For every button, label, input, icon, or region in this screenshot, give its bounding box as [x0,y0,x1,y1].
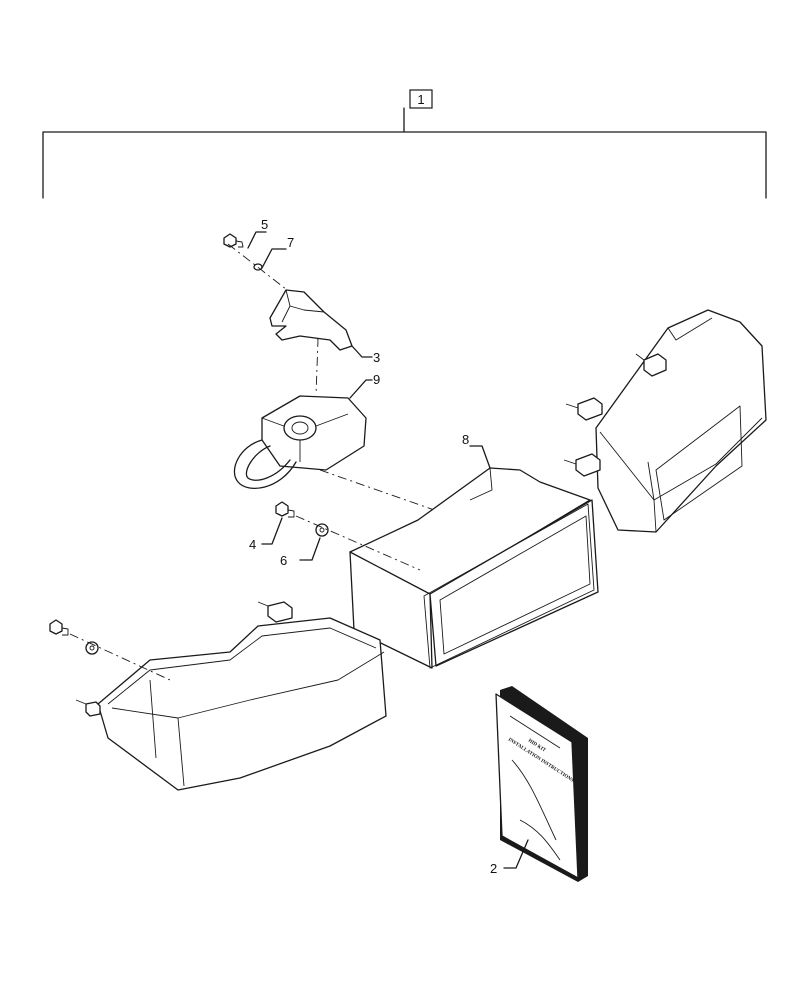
axis-line-ballast [319,469,441,513]
connector-right-b [563,453,601,477]
connector-left-b [75,699,101,717]
ballast-part-9: 9 [233,372,380,490]
callout-2[interactable]: 2 [490,861,497,876]
assembly-label-box [409,89,433,109]
callout-6[interactable]: 6 [280,553,287,568]
callout-9[interactable]: 9 [373,372,380,387]
washer-part-6: 6 [280,523,329,568]
axis-line-bolt [295,515,421,571]
right-lamp [563,309,767,533]
bolt-left [49,619,69,636]
mounting-bracket-part-3: 3 [269,289,380,365]
axis-line-upper [227,243,319,396]
assembly-bracket: 1 [42,89,767,199]
callout-5[interactable]: 5 [261,217,268,232]
washer-part-7: 7 [253,235,294,271]
screw-part-5: 5 [223,217,268,249]
connector-left-a [257,601,293,623]
instruction-booklet-part-2: HID KIT INSTALLATION INSTRUCTIONS 2 [490,686,588,882]
lamp-part-8: 8 [349,432,599,669]
connector-right-c [635,353,667,377]
bolt-part-4: 4 [249,501,295,552]
connector-right-a [565,397,603,421]
callout-4[interactable]: 4 [249,537,256,552]
callout-8[interactable]: 8 [462,432,469,447]
assembly-label[interactable]: 1 [417,92,424,107]
washer-left [85,641,99,655]
callout-7[interactable]: 7 [287,235,294,250]
callout-3[interactable]: 3 [373,350,380,365]
left-lamp [49,601,387,791]
